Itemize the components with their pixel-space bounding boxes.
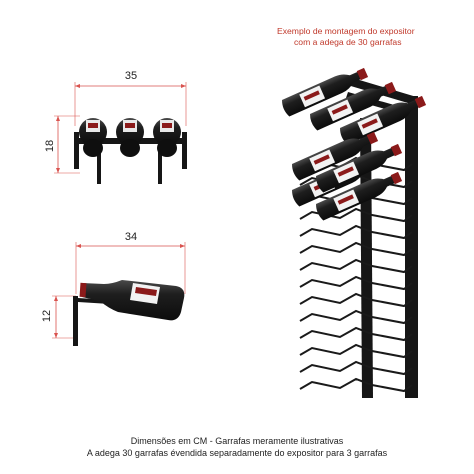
top-height-label: 18 <box>44 140 56 152</box>
side-height-label: 12 <box>41 310 53 322</box>
wire-holder <box>299 224 413 240</box>
wire-holder <box>299 377 413 393</box>
wire-holder <box>299 343 413 359</box>
assembly-bottle <box>340 95 427 145</box>
top-width-dimension <box>74 82 187 126</box>
wire-holder <box>299 258 413 274</box>
bottle-side <box>79 280 185 321</box>
wire-holder <box>299 360 413 376</box>
bottle-front-2 <box>116 118 144 157</box>
side-width-dimension <box>75 242 186 294</box>
assembly-bottle <box>316 171 403 221</box>
wire-holder <box>299 207 413 223</box>
assembly-bottles <box>282 67 427 221</box>
assembly-bottle <box>316 143 403 193</box>
top-height-dimension <box>54 115 80 174</box>
assembly-caption-line1: Exemplo de montagem do expositor <box>277 26 415 36</box>
footer-note-line2: A adega 30 garrafas évendida separadamen… <box>86 448 388 458</box>
rack-front-view <box>74 118 187 184</box>
rack-side-view <box>73 280 185 346</box>
top-width-label: 35 <box>125 70 137 82</box>
assembly-bottle <box>310 81 397 131</box>
footer-note-line1: Dimensões em CM - Garrafas meramente ilu… <box>130 436 344 446</box>
bottle-front-3 <box>153 118 181 157</box>
wire-holder <box>299 275 413 291</box>
wire-holder <box>299 241 413 257</box>
wire-holder <box>299 309 413 325</box>
side-height-dimension <box>52 295 76 339</box>
assembly-bottle <box>292 131 379 181</box>
wire-holder <box>299 326 413 342</box>
side-width-label: 34 <box>125 231 137 243</box>
assembly-bottle <box>282 67 369 117</box>
wire-holder <box>299 292 413 308</box>
bottle-front-1 <box>79 118 107 157</box>
assembly-caption-line2: com a adega de 30 garrafas <box>294 37 402 47</box>
